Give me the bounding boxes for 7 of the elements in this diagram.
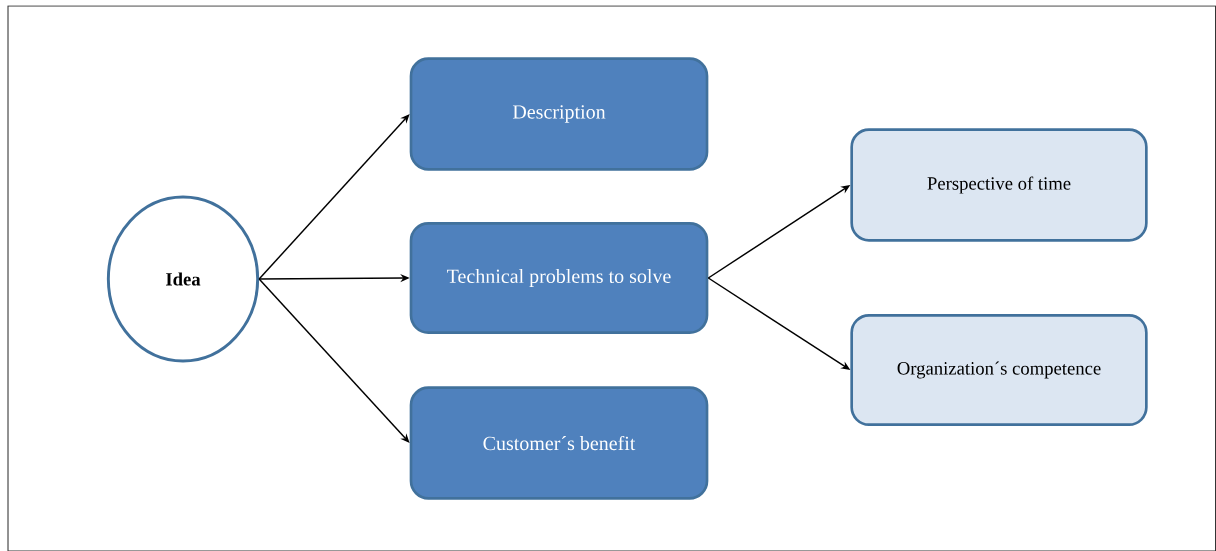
- process-box: Perspective of time: [850, 128, 1148, 242]
- process-box: Customer´s benefit: [409, 386, 709, 500]
- process-box: Organization´s competence: [850, 314, 1148, 426]
- arrow: [258, 278, 410, 443]
- process-box: Description: [409, 57, 709, 171]
- process-box: Technical problems to solve: [409, 222, 709, 334]
- arrow: [258, 114, 410, 280]
